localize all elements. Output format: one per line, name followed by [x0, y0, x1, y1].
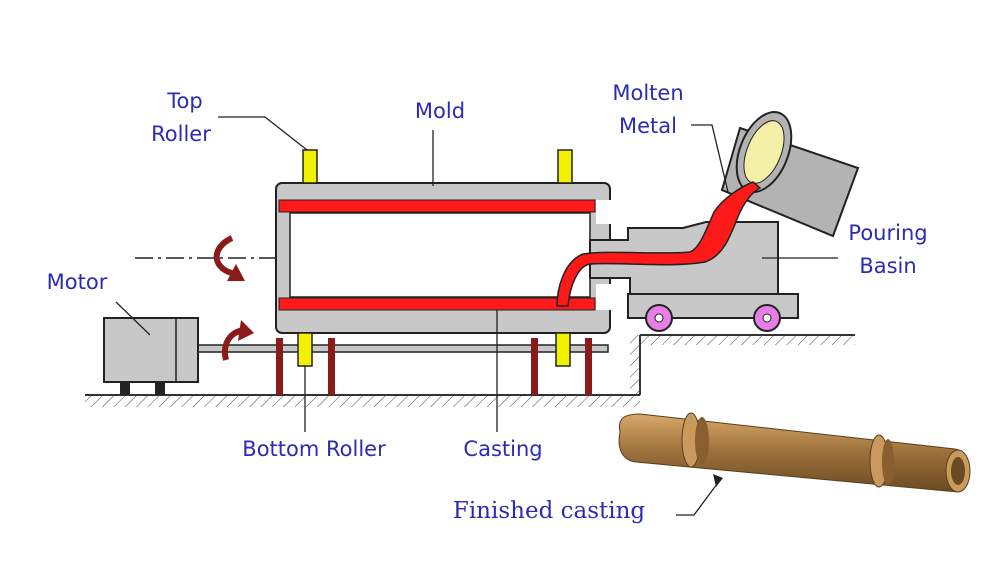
label-pouring-basin-1: Pouring — [848, 221, 927, 245]
label-molten-metal-1: Molten — [612, 81, 683, 105]
rotation-arrow-upper — [213, 235, 245, 281]
ground — [85, 334, 855, 407]
label-mold: Mold — [415, 99, 465, 123]
label-molten-metal-2: Metal — [619, 114, 677, 138]
roller-supports — [276, 338, 592, 395]
label-top-roller-1: Top — [166, 89, 202, 113]
pouring-basin — [589, 221, 799, 332]
finished-casting — [618, 412, 971, 493]
top-rollers — [302, 149, 573, 184]
ladle — [720, 111, 860, 238]
label-finished-casting: Finished casting — [453, 498, 646, 524]
label-pouring-basin-2: Basin — [859, 254, 916, 278]
mold — [275, 182, 612, 334]
casting-layers — [278, 199, 596, 311]
leader-arrowhead — [713, 474, 723, 487]
motor — [103, 317, 199, 395]
label-top-roller-2: Roller — [151, 122, 211, 146]
rotation-arrow-lower — [222, 320, 254, 361]
molten-metal-stream — [556, 181, 762, 307]
bottom-rollers — [297, 332, 571, 367]
label-motor: Motor — [47, 270, 108, 294]
drive-shaft — [197, 344, 609, 353]
label-casting: Casting — [463, 437, 542, 461]
label-bottom-roller: Bottom Roller — [242, 437, 386, 461]
leader-lines — [115, 116, 838, 516]
